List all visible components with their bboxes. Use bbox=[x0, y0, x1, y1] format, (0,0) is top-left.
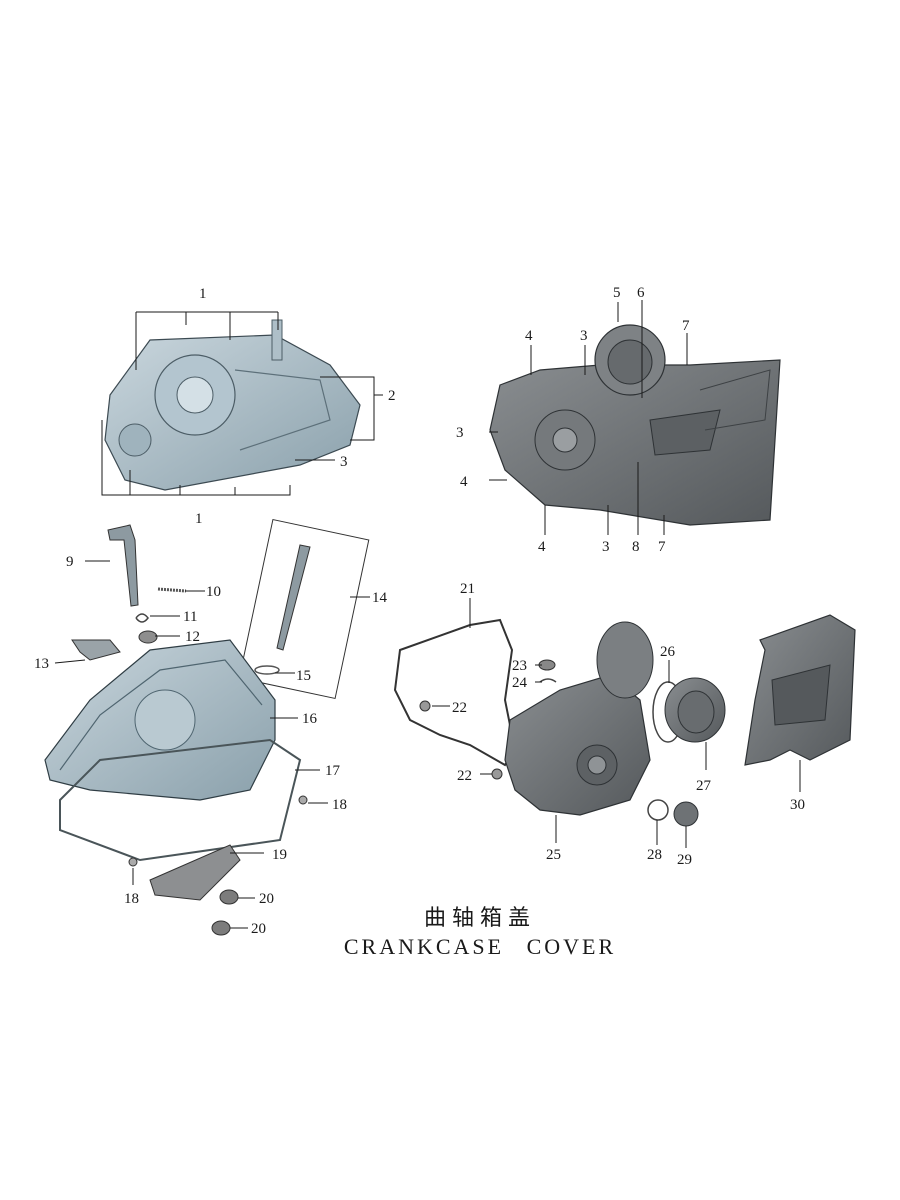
callout-9: 9 bbox=[66, 554, 74, 570]
leader-lines-left-middle bbox=[54, 560, 370, 674]
callout-1-bottom: 1 bbox=[195, 511, 203, 527]
callout-30: 30 bbox=[790, 797, 805, 813]
callout-18-left: 18 bbox=[124, 891, 139, 907]
clutch-cover-part bbox=[104, 319, 361, 491]
callout-4-mid: 4 bbox=[460, 474, 468, 490]
callout-2: 2 bbox=[388, 388, 396, 404]
leader-lines-bottom-right bbox=[432, 598, 801, 848]
callout-12: 12 bbox=[185, 629, 200, 645]
callout-20-bottom: 20 bbox=[251, 921, 266, 937]
callout-21: 21 bbox=[460, 581, 475, 597]
callout-7-top: 7 bbox=[682, 318, 690, 334]
small-parts-left bbox=[71, 518, 370, 700]
callout-22-bottom: 22 bbox=[457, 768, 472, 784]
callout-4-bottom: 4 bbox=[538, 539, 546, 555]
callout-4-top: 4 bbox=[525, 328, 533, 344]
callout-29: 29 bbox=[677, 852, 692, 868]
callout-labels: 1 2 3 1 4 3 5 6 7 3 4 4 3 8 7 9 10 11 12… bbox=[34, 285, 805, 937]
callout-3-top: 3 bbox=[580, 328, 588, 344]
callout-18-right: 18 bbox=[332, 797, 347, 813]
leader-lines-top-left bbox=[101, 311, 383, 496]
callout-23: 23 bbox=[512, 658, 527, 674]
callout-6: 6 bbox=[637, 285, 645, 301]
callout-14: 14 bbox=[372, 590, 388, 606]
callout-19: 19 bbox=[272, 847, 287, 863]
callout-15: 15 bbox=[296, 668, 311, 684]
callout-25: 25 bbox=[546, 847, 561, 863]
callout-5: 5 bbox=[613, 285, 621, 301]
diagram-title-chinese: 曲轴箱盖 bbox=[423, 906, 536, 931]
callout-8: 8 bbox=[632, 539, 640, 555]
callout-22-top: 22 bbox=[452, 700, 467, 716]
callout-7-bottom: 7 bbox=[658, 539, 666, 555]
stator-parts-bottom-right bbox=[393, 614, 856, 827]
callout-28: 28 bbox=[647, 847, 662, 863]
callout-16: 16 bbox=[302, 711, 318, 727]
leader-lines-top-right bbox=[489, 300, 688, 535]
leader-lines-bottom-left bbox=[132, 717, 328, 929]
callout-20-top: 20 bbox=[259, 891, 274, 907]
callout-17: 17 bbox=[325, 763, 341, 779]
callout-10: 10 bbox=[206, 584, 221, 600]
callout-3-mid: 3 bbox=[456, 425, 464, 441]
callout-3-bottom: 3 bbox=[602, 539, 610, 555]
diagram-title-english: CRANKCASE COVER bbox=[343, 934, 617, 959]
callout-27: 27 bbox=[696, 778, 712, 794]
callout-13: 13 bbox=[34, 656, 49, 672]
stator-cover-part bbox=[489, 324, 781, 526]
callout-26: 26 bbox=[660, 644, 676, 660]
clutch-housing-part bbox=[44, 639, 308, 936]
callout-24: 24 bbox=[512, 675, 528, 691]
callout-3-left: 3 bbox=[340, 454, 348, 470]
callout-11: 11 bbox=[183, 609, 197, 625]
callout-1-top: 1 bbox=[199, 286, 207, 302]
